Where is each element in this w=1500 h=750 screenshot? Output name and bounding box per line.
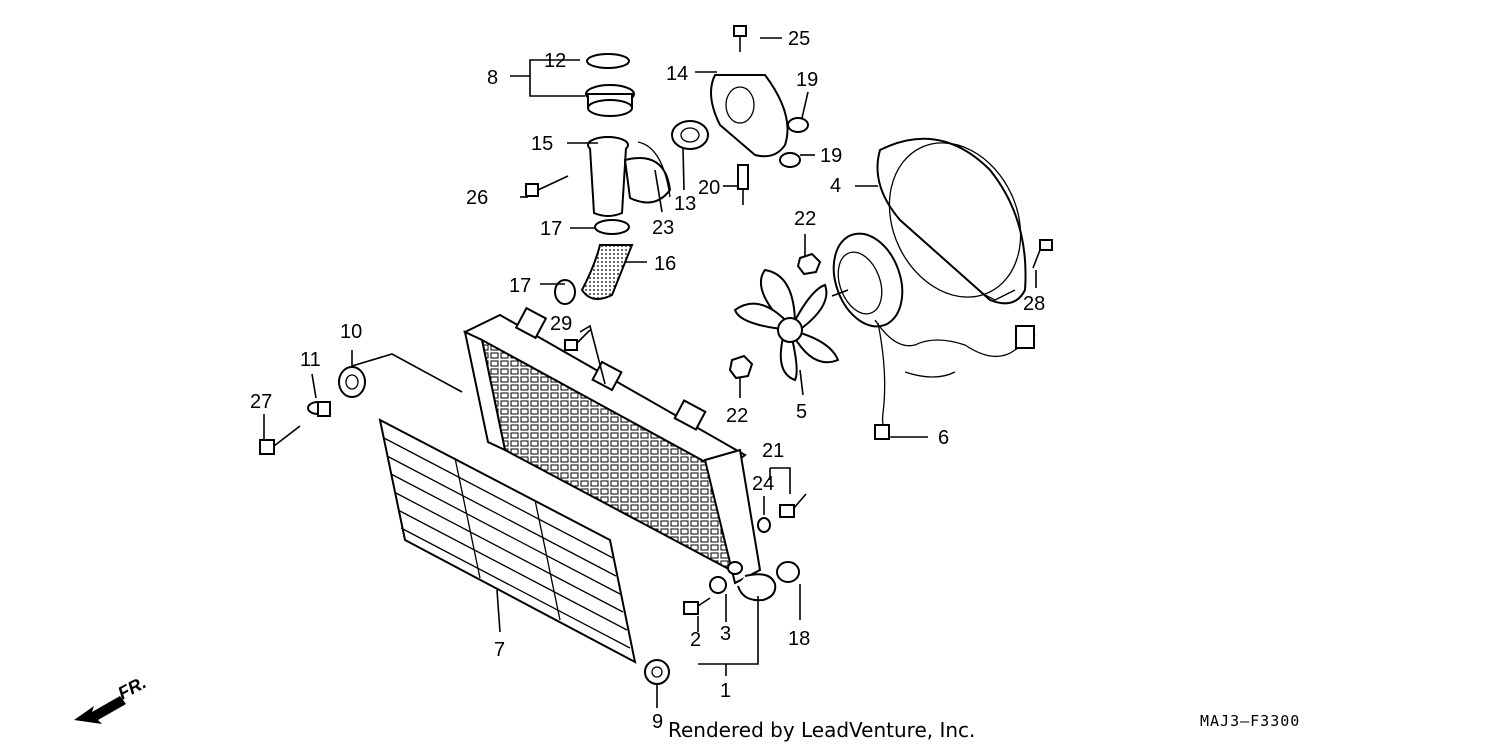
diagram-code: MAJ3–F3300	[1200, 712, 1301, 730]
callout-4: 4	[830, 175, 841, 197]
callout-24: 24	[752, 473, 774, 495]
wiring-harness	[874, 319, 1036, 440]
callout-14: 14	[666, 63, 688, 85]
callout-10: 10	[340, 321, 362, 343]
callout-17b: 17	[509, 275, 531, 297]
callout-19a: 19	[796, 69, 818, 91]
callout-16: 16	[654, 253, 676, 275]
callout-22a: 22	[794, 208, 816, 230]
callout-19b: 19	[820, 145, 842, 167]
callout-18: 18	[788, 628, 810, 650]
callout-21: 21	[762, 440, 784, 462]
callout-1: 1	[720, 680, 731, 702]
callout-17a: 17	[540, 218, 562, 240]
radiator-assembly	[462, 306, 777, 602]
callout-28: 28	[1023, 293, 1045, 315]
callout-7: 7	[494, 639, 505, 661]
callout-26: 26	[466, 187, 488, 209]
callout-9: 9	[652, 711, 663, 733]
leader-lines	[263, 37, 1037, 708]
front-direction-indicator: FR.	[70, 672, 180, 732]
callout-15: 15	[531, 133, 553, 155]
fan-blade	[733, 268, 840, 382]
upper-parts	[525, 25, 1053, 380]
radiator-grille	[378, 418, 637, 664]
callout-13: 13	[674, 193, 696, 215]
callout-2: 2	[690, 629, 701, 651]
callout-12: 12	[544, 50, 566, 72]
front-arrow-icon: FR.	[74, 672, 149, 724]
callout-25: 25	[788, 28, 810, 50]
callout-6: 6	[938, 427, 949, 449]
callout-27: 27	[250, 391, 272, 413]
fan-shroud	[876, 137, 1027, 305]
callout-3: 3	[720, 623, 731, 645]
callout-11: 11	[300, 349, 321, 371]
callout-5: 5	[796, 401, 807, 423]
callout-20: 20	[698, 177, 720, 199]
lower-parts	[644, 493, 807, 685]
render-credit: Rendered by LeadVenture, Inc.	[668, 718, 976, 742]
callout-22b: 22	[726, 405, 748, 427]
callout-labels: 1 2 3 4 5 6 7 8 9 10 11 12 13 14 15 16 1…	[250, 28, 1045, 733]
fan-motor	[831, 232, 904, 328]
callout-29: 29	[550, 313, 572, 335]
callout-8: 8	[487, 67, 498, 89]
callout-23: 23	[652, 217, 674, 239]
